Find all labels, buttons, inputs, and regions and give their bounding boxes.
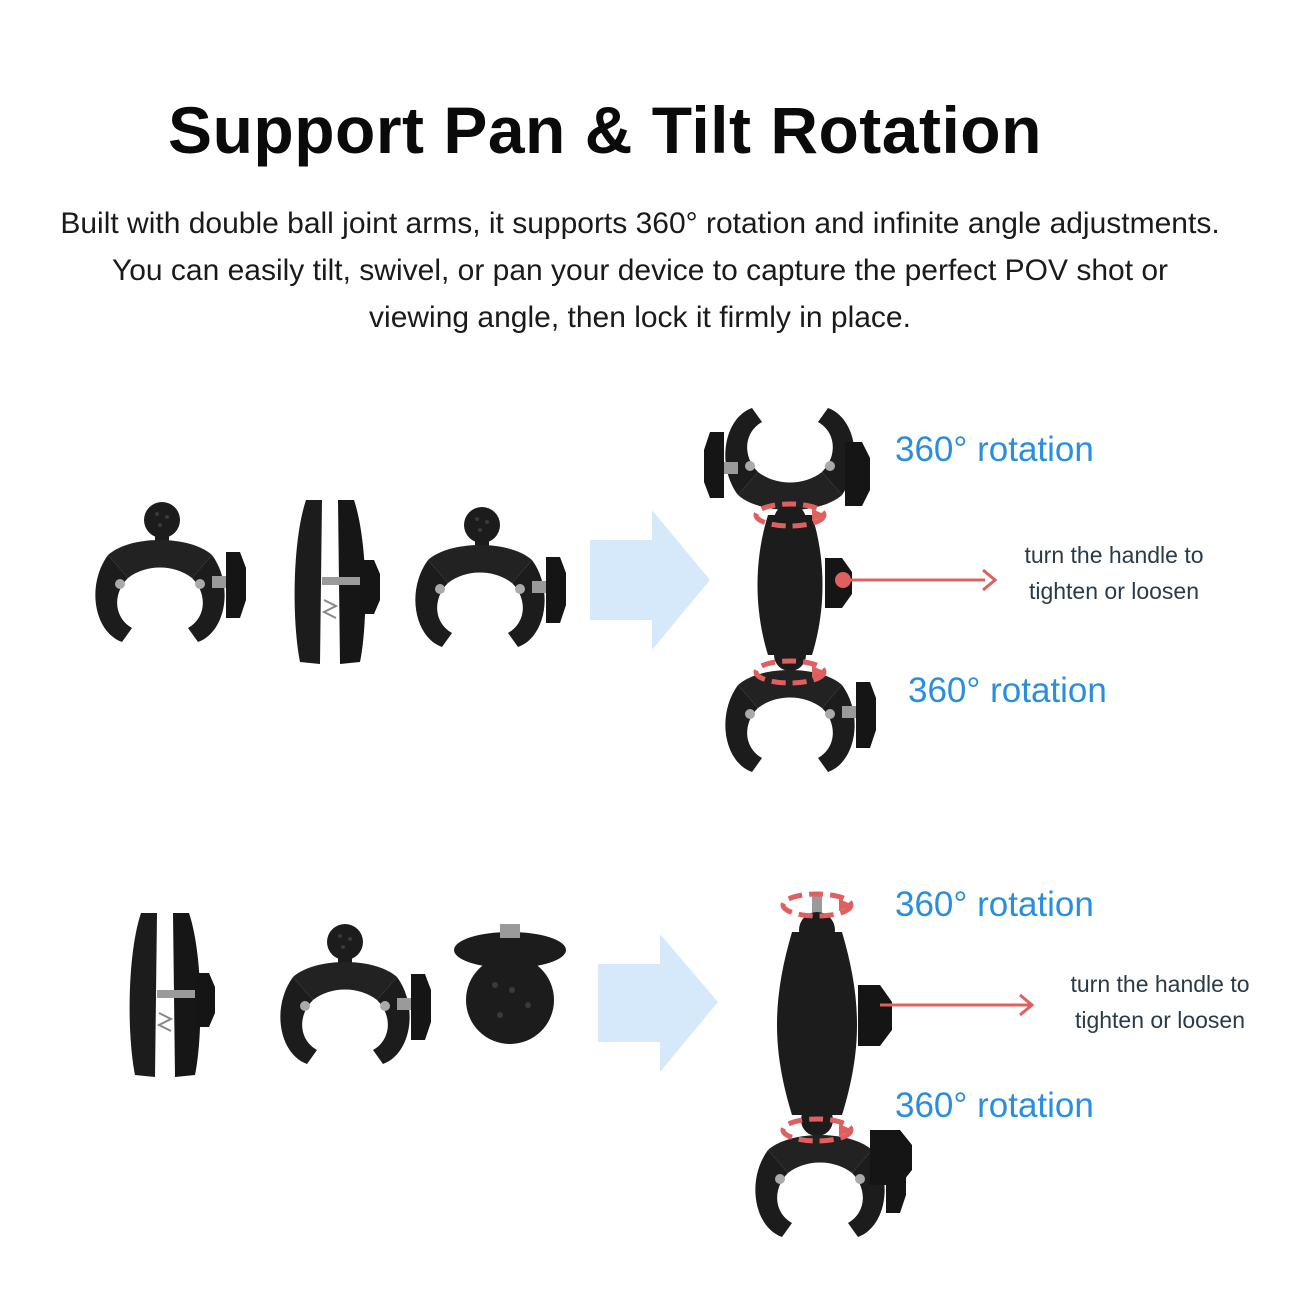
rotation-label-bottom: 360° rotation xyxy=(908,671,1107,710)
assembled-mount-2 xyxy=(755,894,1035,1237)
rotation-label-top: 360° rotation xyxy=(895,885,1094,924)
ball-mount-icon xyxy=(454,924,566,1044)
clamp-part-icon xyxy=(95,502,246,642)
handle-instruction-line: turn the handle to xyxy=(1070,971,1250,997)
clamp-part-icon xyxy=(415,507,566,647)
clamp-part-icon xyxy=(280,924,431,1064)
description: Built with double ball joint arms, it su… xyxy=(60,207,1220,334)
double-socket-arm-icon xyxy=(128,912,216,1078)
arrow-right-icon xyxy=(598,934,718,1072)
rotation-label-bottom: 360° rotation xyxy=(895,1086,1094,1125)
page-title: Support Pan & Tilt Rotation xyxy=(168,93,1042,167)
rotation-label-top: 360° rotation xyxy=(895,430,1094,469)
handle-instruction: turn the handle to tighten or loosen xyxy=(1046,966,1274,1038)
handle-instruction: turn the handle to tighten or loosen xyxy=(1000,537,1228,609)
arrow-right-icon xyxy=(590,510,710,650)
double-socket-arm-icon xyxy=(293,499,381,665)
assembled-mount-1 xyxy=(704,408,998,772)
handle-instruction-line: tighten or loosen xyxy=(1028,578,1200,604)
handle-instruction-line: turn the handle to xyxy=(1024,542,1204,568)
handle-instruction-line: tighten or loosen xyxy=(1074,1007,1246,1033)
